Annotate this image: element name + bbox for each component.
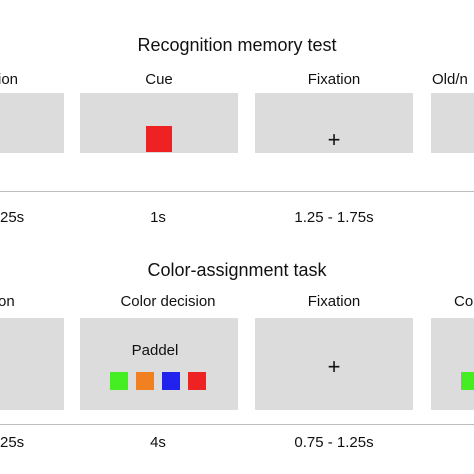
word-stimulus: Paddel	[131, 342, 179, 359]
swatch-blue	[162, 372, 180, 390]
bottom-label-cut-left: on	[0, 293, 15, 310]
top-label-cue: Cue	[145, 71, 173, 88]
fixation-cross-bottom: +	[327, 354, 341, 379]
bottom-time-fixation: 0.75 - 1.25s	[294, 434, 374, 451]
bottom-label-cut-right: Co	[454, 293, 474, 310]
bottom-label-fixation: Fixation	[307, 293, 361, 310]
top-panel-fixation: +	[255, 93, 413, 153]
top-panel-cue	[80, 93, 238, 153]
top-panel-old-new	[431, 93, 474, 153]
top-time-cut-left: 25s	[0, 209, 25, 226]
recognition-memory-title: Recognition memory test	[137, 35, 337, 55]
top-label-old-new: Old/n	[432, 71, 468, 88]
bottom-panel-fixation: +	[255, 318, 413, 410]
swatch-right-green	[461, 372, 474, 390]
bottom-label-color-decision: Color decision	[120, 293, 216, 310]
cue-square	[146, 126, 172, 152]
bottom-time-cut-left: 25s	[0, 434, 25, 451]
top-time-cue: 1s	[150, 209, 166, 226]
swatch-green	[110, 372, 128, 390]
top-panel-previous	[0, 93, 64, 153]
color-assignment-title: Color-assignment task	[147, 260, 327, 280]
bottom-panel-color-decision: Paddel	[80, 318, 238, 410]
swatch-orange	[136, 372, 154, 390]
bottom-time-color-decision: 4s	[150, 434, 166, 451]
fixation-cross-top: +	[327, 127, 341, 152]
bottom-panel-cut-right	[431, 318, 474, 410]
top-timeline	[0, 191, 474, 192]
swatch-red	[188, 372, 206, 390]
bottom-panel-previous	[0, 318, 64, 410]
top-label-cut-left: ion	[0, 71, 19, 88]
top-label-fixation: Fixation	[307, 71, 361, 88]
top-time-fixation: 1.25 - 1.75s	[294, 209, 374, 226]
bottom-timeline	[0, 424, 474, 425]
